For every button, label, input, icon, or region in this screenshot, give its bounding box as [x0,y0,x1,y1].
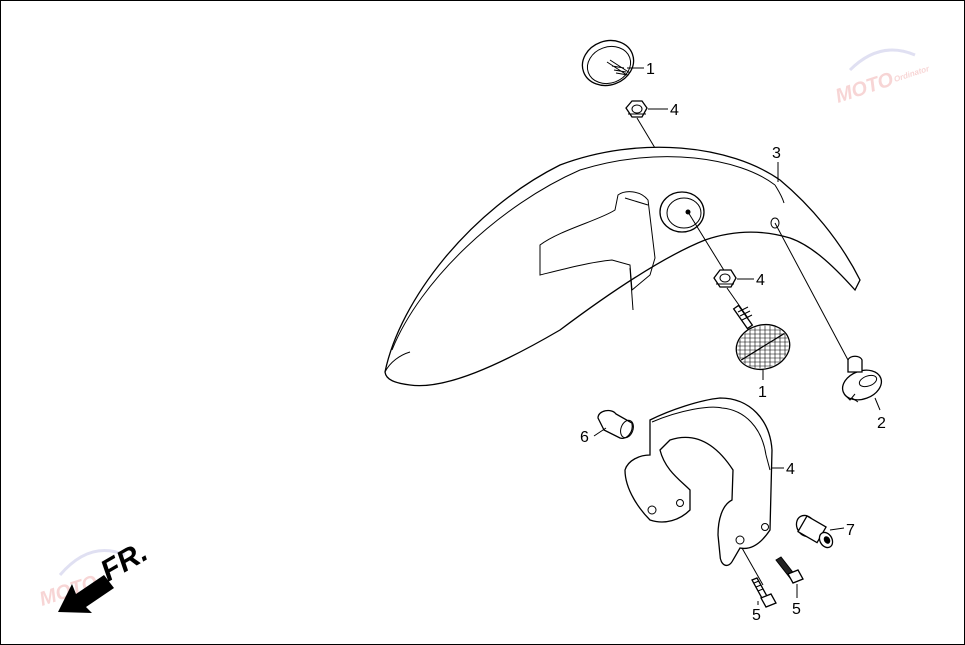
leader-2 [874,397,881,411]
leader-pad-to-nut [687,211,726,273]
clip-fastener [597,409,634,439]
fender-bracket [624,397,773,567]
callout-3: 3 [772,145,781,162]
leader-6 [593,427,607,437]
flange-nut-top [625,100,648,118]
bolt-right [775,556,804,584]
callout-4-bracket: 4 [786,461,795,478]
grommet [841,355,883,403]
collar [795,514,834,549]
leader-7 [829,527,845,531]
callout-7: 7 [846,522,855,539]
flange-nut-mid [713,269,737,288]
front-direction-arrow: FR. [58,535,153,613]
svg-text:Ordinator: Ordinator [893,64,931,84]
callout-6: 6 [580,429,589,446]
callout-4-top: 4 [670,102,679,119]
leader-hole-to-grommet [774,222,849,361]
callout-5-left: 5 [752,607,761,624]
watermark-top-right: MOTO Ordinator [833,48,931,108]
callout-2: 2 [877,415,886,432]
svg-text:MOTO: MOTO [833,68,897,107]
callout-1-mid: 1 [758,384,767,401]
reflector-top [581,39,635,87]
callout-1-top: 1 [646,61,655,78]
front-fender [384,146,861,387]
leader-top-to-fender [636,117,656,149]
bolt-left [751,577,777,608]
reflector-mid [732,304,794,375]
leader-bracket-to-bolt-left [741,547,764,586]
callout-4-mid: 4 [756,272,765,289]
callout-5-right: 5 [792,601,801,618]
